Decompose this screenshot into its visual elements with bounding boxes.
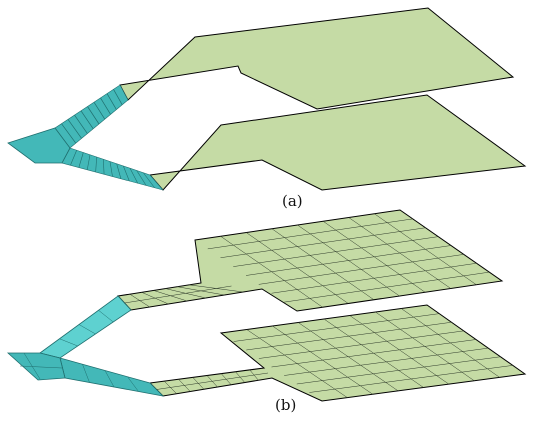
panel-a <box>7 7 527 191</box>
panel-a-stepped-transition-lower <box>61 147 164 191</box>
panel-b-lower-plate-outline <box>148 304 527 402</box>
panel-b-transition-lower <box>59 357 165 397</box>
panel-b-base-flap <box>6 352 66 381</box>
panel-a-upper-plate <box>119 7 515 110</box>
panel-b-mesh <box>19 213 513 398</box>
panel-b-upper-plate-outline <box>116 209 504 312</box>
caption-b: (b) <box>275 396 297 414</box>
panel-a-base-flap <box>7 127 71 164</box>
caption-a: (a) <box>282 192 303 210</box>
panel-b-transition-upper <box>39 295 132 359</box>
panel-b <box>6 209 527 402</box>
panel-a-stepped-transition-upper <box>54 84 129 149</box>
panel-a-step-lines <box>61 89 155 188</box>
